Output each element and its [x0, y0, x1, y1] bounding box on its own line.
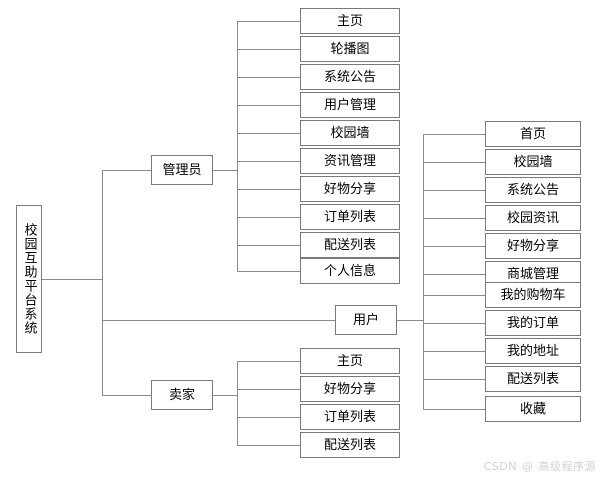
- connector-user-leaf: [423, 274, 485, 275]
- connector-user-stem: [397, 320, 423, 321]
- watermark: CSDN @ 高级程序源: [484, 458, 596, 474]
- admin-item-0[interactable]: 主页: [300, 8, 400, 34]
- watermark-at-sign: @: [522, 460, 534, 473]
- connector-user-leaf: [423, 246, 485, 247]
- admin-item-5[interactable]: 资讯管理: [300, 148, 400, 174]
- connector-admin-leaf: [237, 161, 300, 162]
- admin-item-6[interactable]: 好物分享: [300, 176, 400, 202]
- user-item-0[interactable]: 首页: [485, 121, 581, 147]
- connector-admin-trunk: [237, 21, 238, 271]
- user-item-10[interactable]: 收藏: [485, 396, 581, 422]
- connector-seller-leaf: [237, 361, 300, 362]
- connector-admin-leaf: [237, 189, 300, 190]
- role-node-user[interactable]: 用户: [335, 305, 397, 335]
- seller-item-1[interactable]: 好物分享: [300, 376, 400, 402]
- connector-admin-leaf: [237, 217, 300, 218]
- admin-item-1[interactable]: 轮播图: [300, 36, 400, 62]
- admin-item-4[interactable]: 校园墙: [300, 120, 400, 146]
- connector-admin-leaf: [237, 77, 300, 78]
- connector-user-trunk: [423, 134, 424, 409]
- connector-trunk-admin: [102, 170, 151, 171]
- role-node-seller[interactable]: 卖家: [151, 380, 213, 410]
- connector-admin-leaf: [237, 133, 300, 134]
- watermark-author: 高级程序源: [538, 460, 596, 473]
- connector-main-trunk: [102, 170, 103, 395]
- connector-user-leaf: [423, 409, 485, 410]
- root-node[interactable]: 校园互助平台系统: [16, 205, 42, 353]
- connector-root-stem: [42, 279, 103, 280]
- connector-user-leaf: [423, 162, 485, 163]
- connector-user-leaf: [423, 351, 485, 352]
- connector-admin-leaf: [237, 21, 300, 22]
- connector-user-leaf: [423, 218, 485, 219]
- connector-admin-leaf: [237, 105, 300, 106]
- connector-user-leaf: [423, 190, 485, 191]
- connector-trunk-seller: [102, 395, 151, 396]
- role-node-admin[interactable]: 管理员: [151, 155, 213, 185]
- seller-item-2[interactable]: 订单列表: [300, 404, 400, 430]
- connector-admin-leaf: [237, 271, 300, 272]
- connector-seller-stem: [213, 395, 237, 396]
- connector-admin-leaf: [237, 245, 300, 246]
- admin-item-2[interactable]: 系统公告: [300, 64, 400, 90]
- watermark-brand: CSDN: [483, 460, 517, 473]
- user-item-9[interactable]: 配送列表: [485, 366, 581, 392]
- connector-seller-leaf: [237, 389, 300, 390]
- connector-user-leaf: [423, 323, 485, 324]
- connector-admin-stem: [213, 170, 237, 171]
- connector-user-leaf: [423, 134, 485, 135]
- admin-item-8[interactable]: 配送列表: [300, 232, 400, 258]
- seller-item-3[interactable]: 配送列表: [300, 432, 400, 458]
- connector-trunk-user: [102, 320, 335, 321]
- user-item-2[interactable]: 系统公告: [485, 177, 581, 203]
- admin-item-3[interactable]: 用户管理: [300, 92, 400, 118]
- connector-seller-trunk: [237, 361, 238, 445]
- admin-item-9[interactable]: 个人信息: [300, 258, 400, 284]
- admin-item-7[interactable]: 订单列表: [300, 204, 400, 230]
- connector-admin-leaf: [237, 49, 300, 50]
- user-item-8[interactable]: 我的地址: [485, 338, 581, 364]
- seller-item-0[interactable]: 主页: [300, 348, 400, 374]
- connector-seller-leaf: [237, 417, 300, 418]
- user-item-3[interactable]: 校园资讯: [485, 205, 581, 231]
- user-item-1[interactable]: 校园墙: [485, 149, 581, 175]
- user-item-7[interactable]: 我的订单: [485, 310, 581, 336]
- connector-seller-leaf: [237, 445, 300, 446]
- connector-user-leaf: [423, 295, 485, 296]
- user-item-4[interactable]: 好物分享: [485, 233, 581, 259]
- user-item-6[interactable]: 我的购物车: [485, 282, 581, 308]
- connector-user-leaf: [423, 379, 485, 380]
